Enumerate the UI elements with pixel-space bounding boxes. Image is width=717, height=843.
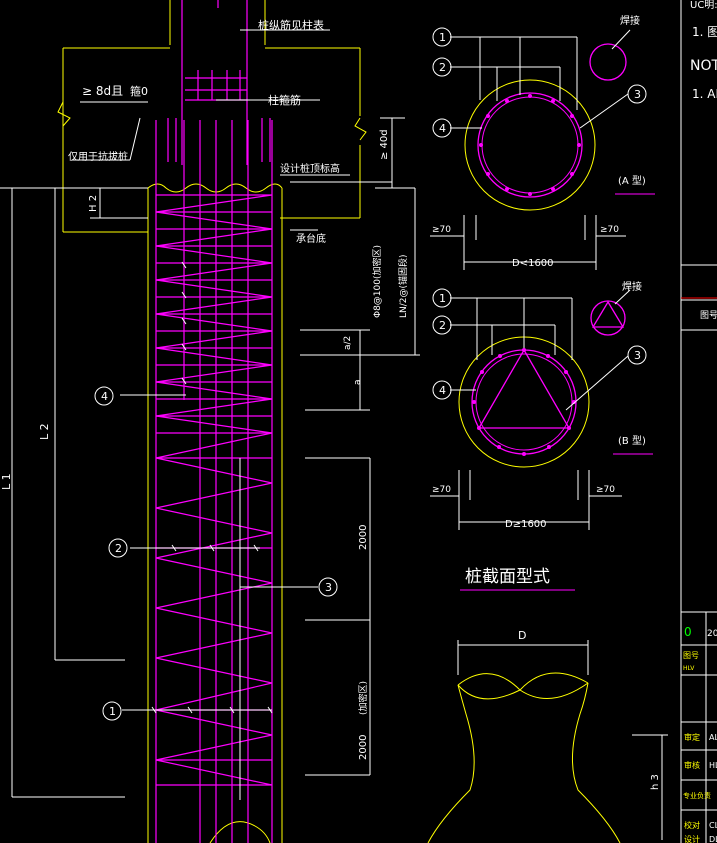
section-title: 桩截面型式 — [465, 567, 550, 587]
rebar-ticks — [151, 261, 273, 714]
dim-a2: a/2 — [343, 336, 353, 350]
tb-r5b: CL — [709, 821, 717, 830]
callout-3-elev: 3 — [325, 581, 332, 594]
spiral-stirrup — [155, 194, 273, 786]
tb-top2: 1. 图 — [692, 25, 717, 39]
callout-2-a: 2 — [439, 61, 446, 74]
h2-label: H 2 — [88, 195, 99, 212]
l2-label: L 2 — [38, 423, 51, 440]
section-b-bars — [472, 348, 576, 456]
design-top-label: 设计桩顶标高 — [280, 162, 340, 175]
d-ge-1600: D≥1600 — [505, 519, 547, 530]
b-view-label: (B 型) — [618, 434, 646, 447]
ge70-1: ≥70 — [432, 225, 451, 235]
section-a-bars — [479, 94, 581, 196]
title-block-lines — [680, 0, 717, 843]
tb-r6: 设计 — [684, 834, 700, 843]
tb-r3b: HL — [709, 761, 717, 770]
column-outline — [57, 0, 367, 843]
l1-label: L 1 — [0, 473, 13, 490]
anchor-tail-label: 箍0 — [130, 84, 148, 98]
weld-ring-b: 焊接 — [622, 280, 642, 293]
callout-4-b: 4 — [439, 384, 446, 397]
callout-circles — [94, 386, 338, 721]
stirrup-label: 柱箍筋 — [268, 93, 301, 107]
tb-r4: 专业负责 — [683, 791, 711, 800]
section-b-leaders — [430, 289, 631, 530]
tb-r6b: DL — [709, 835, 717, 843]
section-a-leaders — [430, 29, 631, 270]
d-lt-1600: D<1600 — [512, 258, 554, 269]
bell-dims — [457, 640, 668, 840]
tb-notes: NOT — [690, 58, 717, 74]
spiral-note: Φ8@100(加密区) — [371, 245, 383, 318]
section-a-callouts — [432, 27, 647, 138]
tb-r2b: AL — [709, 733, 717, 742]
uplift-label: 仅用于抗拔桩 — [68, 150, 128, 163]
callout-2-b: 2 — [439, 319, 446, 332]
callout-3-b: 3 — [634, 349, 641, 362]
ge70-3: ≥70 — [432, 485, 451, 495]
tb-note1: 1. AL — [692, 87, 717, 101]
callout-1-a: 1 — [439, 31, 446, 44]
tb-top1: UC明: — [690, 0, 717, 11]
dense-zone-label: (加密区) — [357, 681, 369, 715]
tb-r3: 审核 — [684, 760, 700, 770]
callout-3-a: 3 — [634, 88, 641, 101]
tb-r1: 图号 — [683, 651, 699, 660]
dim-40d: ≥ 40d — [379, 129, 390, 160]
section-a — [464, 43, 627, 211]
cap-bottom-label: 承台底 — [296, 232, 326, 245]
dim-2000-b: 2000 — [358, 735, 369, 760]
bell-pile — [427, 672, 621, 843]
pile-rebar-label: 桩纵筋见柱表 — [258, 18, 324, 32]
tb-twenty: 20 — [707, 629, 717, 639]
tb-r2: 审定 — [684, 732, 700, 742]
bell-d-label: D — [518, 629, 526, 642]
dimension-lines — [0, 29, 420, 800]
column-rebars — [155, 0, 273, 843]
a-view-label: (A 型) — [618, 174, 646, 187]
dim-2000-a: 2000 — [358, 525, 369, 550]
ln-note: LN/2@(锚固段) — [397, 254, 409, 318]
ge70-2: ≥70 — [600, 225, 619, 235]
tb-drawing-no: 图号 — [700, 310, 717, 321]
dim-a: a — [353, 379, 363, 385]
callout-2-elev: 2 — [115, 542, 122, 555]
ge70-4: ≥70 — [596, 485, 615, 495]
weld-ring-a: 焊接 — [620, 14, 640, 27]
callout-4-a: 4 — [439, 122, 446, 135]
tb-zero: 0 — [684, 625, 692, 639]
section-b-callouts — [432, 288, 647, 400]
anchor-label: ≥ 8d且 — [82, 84, 123, 98]
h3-label: h 3 — [650, 774, 661, 790]
tb-r1b: HLV — [683, 665, 695, 672]
callout-4-elev: 4 — [101, 390, 108, 403]
tb-r5: 校对 — [684, 820, 700, 830]
callout-1-elev: 1 — [109, 705, 116, 718]
callout-1-b: 1 — [439, 292, 446, 305]
section-b — [458, 300, 626, 468]
